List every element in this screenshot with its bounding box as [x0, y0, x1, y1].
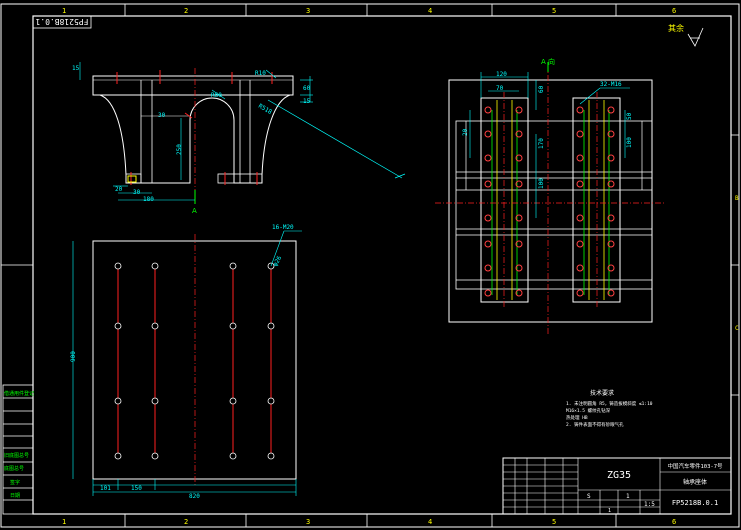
drawing-number: FP5218B.0.1 — [672, 499, 718, 507]
holes-label-section: 32-M16 — [600, 81, 622, 88]
part-name: 轴承座体 — [683, 478, 707, 486]
note-line-2: M16×1.5 螺纹孔钻深 — [566, 407, 611, 414]
zone-number-bottom-6: 6 — [672, 518, 676, 526]
note-line-1: 1. 未注明圆角 R5，铸造拔模斜度 ≤1:10 — [566, 400, 653, 407]
rotated-number-box: FP5218B.0.1 — [32, 15, 92, 29]
dim-bottom-width: 180 — [143, 196, 154, 203]
dim-right-2: 100 — [626, 137, 633, 148]
scale: 1:5 — [644, 501, 655, 508]
zone-letter-left-b: B — [735, 195, 739, 202]
zone-number-top-5: 5 — [552, 7, 556, 15]
dim-total-width: 820 — [189, 493, 200, 500]
dim-left-offset: 101 — [100, 485, 111, 492]
material: ZG35 — [607, 470, 631, 481]
hole-dia: φ26 — [272, 255, 284, 268]
stage-mark: S — [587, 493, 591, 500]
count: 1 — [626, 493, 630, 500]
surface-finish-mark: 其余 — [668, 23, 704, 47]
holes-label-plan: 16-M20 — [272, 224, 294, 231]
dim-spacing: 150 — [131, 485, 142, 492]
notes-title: 技术要求 — [590, 389, 614, 397]
left-row-3: 底图总号 — [4, 465, 24, 472]
dim-plan-height: 900 — [70, 351, 77, 362]
zone-number-bottom-1: 1 — [62, 518, 66, 526]
left-row-2: 旧底图总号 — [4, 452, 29, 459]
dim-top-thickness: 15 — [72, 65, 80, 72]
dim-bottom-left: 20 — [115, 186, 123, 193]
dim-height: 250 — [176, 144, 183, 155]
dim-top-width: 120 — [496, 71, 507, 78]
section-mark-a: A — [192, 207, 197, 215]
section-view-a: A 向 120 70 32-M16 60 20 170 100 50 100 — [435, 57, 665, 335]
dim-pitch-3: 100 — [538, 178, 545, 189]
dim-chamfer: R10 — [255, 70, 266, 77]
finish-mark-label: 其余 — [668, 23, 684, 33]
sheet: 1 — [608, 508, 611, 514]
technical-notes: 技术要求 1. 未注明圆角 R5，铸造拔模斜度 ≤1:10 M16×1.5 螺纹… — [566, 389, 653, 428]
slope-label: R518 — [257, 103, 273, 116]
dim-bottom-mid: 30 — [133, 189, 141, 196]
zone-number-bottom-5: 5 — [552, 518, 556, 526]
note-line-3: 热处理 HB — [566, 414, 588, 421]
zone-number-bottom-2: 2 — [184, 518, 188, 526]
product-name: 中国汽车零件103-7号 — [667, 462, 723, 470]
left-row-5: 日期 — [10, 493, 20, 499]
zone-number-top-1: 1 — [62, 7, 66, 15]
zone-number-top-3: 3 — [306, 7, 310, 15]
front-view: A R518 15 R10 60 15 R60 30 250 20 30 180 — [72, 62, 406, 215]
dim-web: 30 — [158, 112, 166, 119]
zone-number-top-4: 4 — [428, 7, 432, 15]
dim-inner-width: 70 — [496, 85, 504, 92]
zone-letter-left-c: C — [735, 325, 739, 332]
zone-number-bottom-3: 3 — [306, 518, 310, 526]
zone-number-top-6: 6 — [672, 7, 676, 15]
dim-right-1: 50 — [626, 112, 633, 120]
dim-pitch-1: 20 — [462, 128, 469, 136]
drawing-frame: 1 2 3 4 5 6 1 2 3 4 5 6 B C — [0, 3, 740, 528]
dim-pitch-top: 60 — [538, 85, 545, 93]
section-title: A 向 — [541, 57, 555, 66]
left-side-strip: 借通用件登记 旧底图总号 底图总号 签字 日期 — [2, 384, 34, 515]
dim-inner-radius: R60 — [211, 92, 222, 99]
plan-view: 16-M20 φ26 900 101 150 820 — [70, 224, 302, 500]
zone-number-bottom-4: 4 — [428, 518, 432, 526]
left-row-1: 借通用件登记 — [4, 390, 34, 397]
note-line-4: 2. 铸件表面不得有砂眼气孔 — [566, 421, 624, 428]
dim-pitch-2: 170 — [538, 138, 545, 149]
dim-right-top: 60 — [303, 85, 311, 92]
zone-number-top-2: 2 — [184, 7, 188, 15]
rotated-drawing-number: FP5218B.0.1 — [35, 17, 88, 26]
left-row-4: 签字 — [10, 479, 20, 486]
dim-right-mid: 15 — [303, 98, 311, 105]
title-block: ZG35 中国汽车零件103-7号 轴承座体 FP5218B.0.1 S 1 1… — [502, 457, 732, 515]
